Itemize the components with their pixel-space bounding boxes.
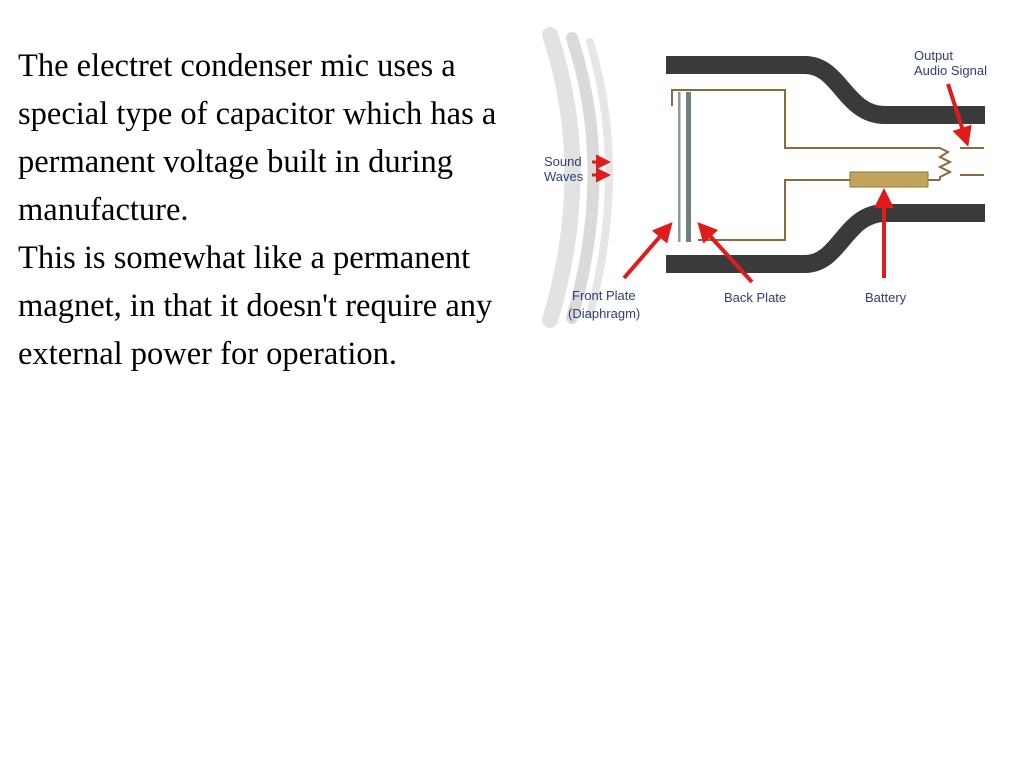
paragraph-2: This is somewhat like a permanent magnet… bbox=[18, 240, 493, 372]
diagram-labels: Output Audio Signal Sound Waves Front Pl… bbox=[544, 48, 987, 321]
label-front-plate-2: (Diaphragm) bbox=[568, 306, 640, 321]
internal-wiring bbox=[671, 89, 984, 241]
label-output-2: Audio Signal bbox=[914, 63, 987, 78]
label-sound-1: Sound bbox=[544, 154, 582, 169]
arrow-back-plate bbox=[697, 222, 754, 284]
label-battery: Battery bbox=[865, 290, 907, 305]
pointer-arrows bbox=[592, 83, 972, 284]
label-front-plate-1: Front Plate bbox=[572, 288, 636, 303]
front-plate bbox=[678, 92, 681, 242]
body-text: The electret condenser mic uses a specia… bbox=[18, 42, 498, 378]
capacitor-plates bbox=[678, 92, 691, 242]
arrow-front-plate bbox=[622, 221, 673, 280]
label-back-plate: Back Plate bbox=[724, 290, 786, 305]
mic-housing bbox=[666, 56, 985, 273]
microphone-diagram: Output Audio Signal Sound Waves Front Pl… bbox=[542, 27, 987, 328]
back-plate bbox=[686, 92, 691, 242]
paragraph-1: The electret condenser mic uses a specia… bbox=[18, 48, 497, 228]
label-output-1: Output bbox=[914, 48, 953, 63]
battery bbox=[849, 171, 929, 188]
label-sound-2: Waves bbox=[544, 169, 584, 184]
arrow-output bbox=[946, 83, 972, 147]
